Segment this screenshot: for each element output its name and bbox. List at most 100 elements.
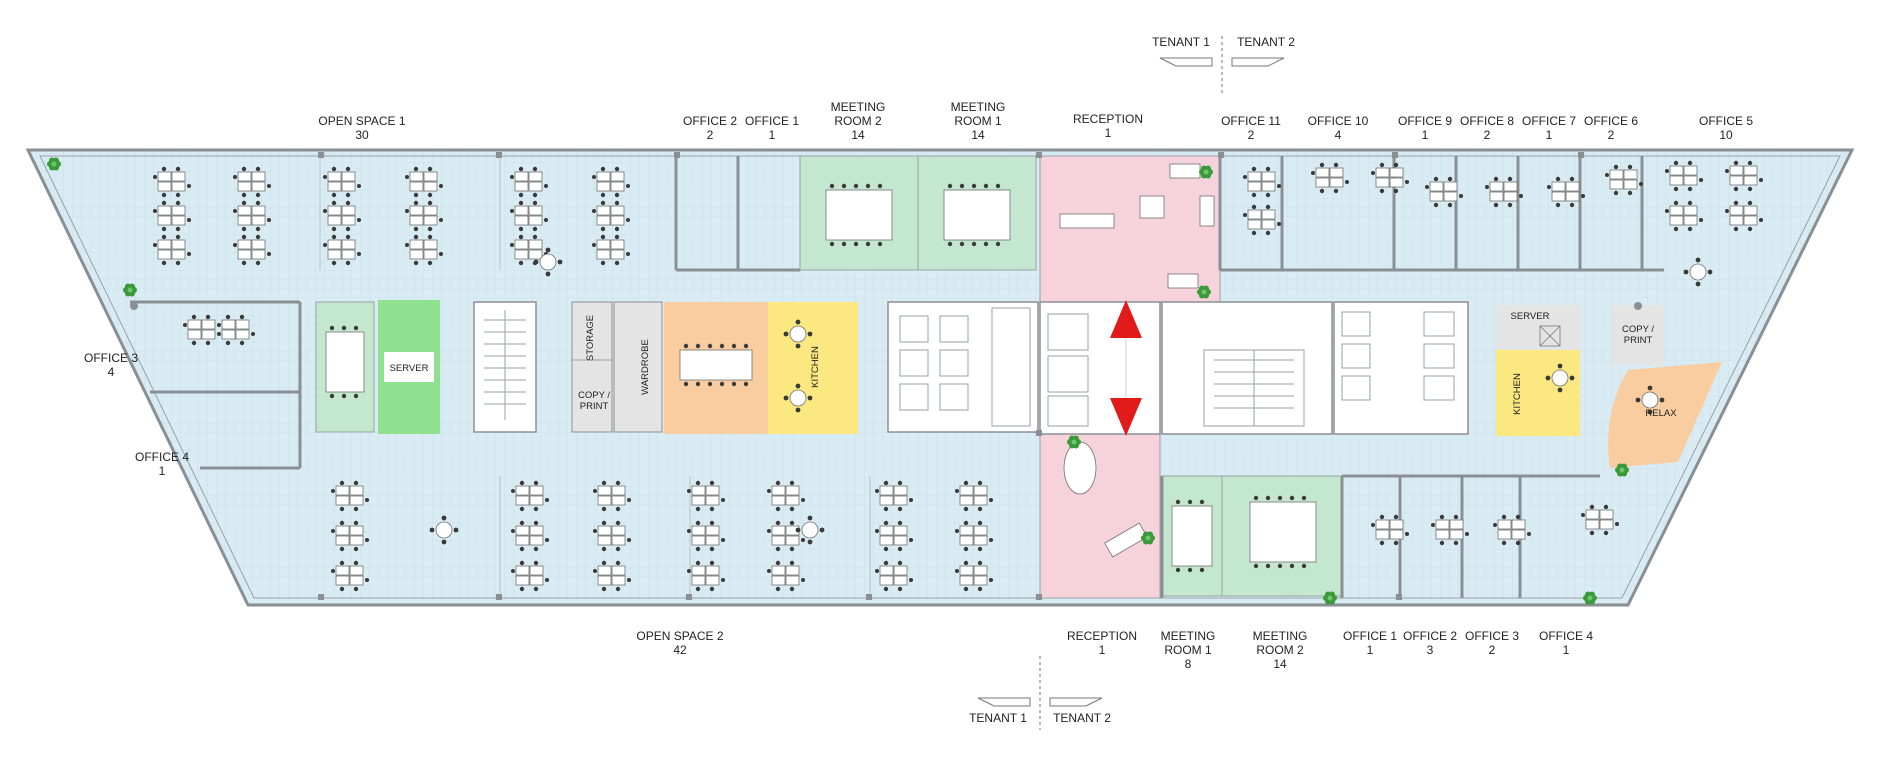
office-4-t2-count: 1 xyxy=(1563,643,1570,657)
server-right-zone xyxy=(1496,305,1580,350)
desk-cluster xyxy=(153,200,191,232)
office-6-count: 2 xyxy=(1608,128,1615,142)
desk-cluster xyxy=(687,480,725,512)
office-1-t2-count: 1 xyxy=(1367,643,1374,657)
reception-bottom-count: 1 xyxy=(1099,643,1106,657)
desk-cluster xyxy=(767,480,805,512)
desk-cluster xyxy=(1311,162,1349,194)
desk-cluster xyxy=(1665,160,1703,192)
arrow-left-icon xyxy=(1159,57,1213,67)
desk-cluster xyxy=(593,480,631,512)
desk-cluster xyxy=(233,166,271,198)
meeting-table xyxy=(943,183,1011,247)
reception-desk xyxy=(1104,522,1148,558)
desk-cluster xyxy=(875,560,913,592)
sofa xyxy=(1199,195,1215,227)
office-1-t2-label: OFFICE 1 xyxy=(1343,629,1397,643)
desk-cluster xyxy=(767,520,805,552)
round-table xyxy=(1545,363,1575,393)
copy-print-right-zone xyxy=(1612,305,1664,365)
tenant-1-top-label: TENANT 1 xyxy=(1152,35,1210,49)
desk-cluster xyxy=(323,234,361,266)
desk-cluster xyxy=(323,166,361,198)
office-2-t2-label: OFFICE 2 xyxy=(1403,629,1457,643)
server-left-zone xyxy=(378,300,440,434)
storage-label: STORAGE xyxy=(585,315,596,361)
meeting-room-2-t2-label-1: MEETING xyxy=(1253,629,1308,643)
plants xyxy=(47,157,1629,605)
tenant-1-bottom-label: TENANT 1 xyxy=(969,711,1027,725)
bottom-labels: OPEN SPACE 2 42 RECEPTION 1 MEETING ROOM… xyxy=(636,629,1593,671)
desk-cluster xyxy=(1485,176,1523,208)
up-arrow-icon xyxy=(1110,300,1142,338)
desk-cluster xyxy=(1581,504,1619,536)
desk-cluster xyxy=(183,314,221,346)
round-table xyxy=(1635,385,1665,415)
round-table xyxy=(1683,257,1713,287)
desk-cluster xyxy=(592,234,630,266)
desk-cluster xyxy=(687,560,725,592)
desk-cluster xyxy=(331,480,369,512)
tenant-2-top-label: TENANT 2 xyxy=(1237,35,1295,49)
office-10-count: 4 xyxy=(1335,128,1342,142)
office-10-label: OFFICE 10 xyxy=(1308,114,1369,128)
tenant-marker-top: TENANT 1 TENANT 2 xyxy=(1152,35,1295,96)
room-labels: SERVER STORAGE COPY / PRINT WARDROBE KIT… xyxy=(390,311,1678,419)
desk-cluster xyxy=(217,314,255,346)
plant-icon xyxy=(1615,463,1629,477)
meeting-room-1-t1-label-1: MEETING xyxy=(951,100,1006,114)
meeting-room-1-t1-label-2: ROOM 1 xyxy=(954,114,1002,128)
desk-cluster xyxy=(510,234,548,266)
meeting-room-1-t1-zone xyxy=(917,155,1037,271)
sofa xyxy=(1167,273,1199,289)
plant-icon xyxy=(1323,591,1337,605)
office-1-t1-label: OFFICE 1 xyxy=(745,114,799,128)
desk-cluster xyxy=(1725,160,1763,192)
reception-top-label: RECEPTION xyxy=(1073,112,1143,126)
sofa xyxy=(1169,163,1201,179)
desk-cluster xyxy=(875,480,913,512)
desk-cluster xyxy=(1371,162,1409,194)
desk-cluster xyxy=(331,520,369,552)
kitchen-right-label: KITCHEN xyxy=(1512,373,1523,415)
desk-cluster xyxy=(955,520,993,552)
desk-cluster xyxy=(405,200,443,232)
meeting-table xyxy=(825,183,893,247)
desk-cluster xyxy=(1547,176,1585,208)
office-7-count: 1 xyxy=(1546,128,1553,142)
desk-cluster xyxy=(1371,514,1409,546)
plant-icon xyxy=(1199,165,1213,179)
office-9-label: OFFICE 9 xyxy=(1398,114,1452,128)
office-7-label: OFFICE 7 xyxy=(1522,114,1576,128)
office-3-t1-label: OFFICE 3 xyxy=(84,351,138,365)
office-1-t1-count: 1 xyxy=(769,128,776,142)
meeting-table xyxy=(1171,499,1213,573)
reception-desk xyxy=(1059,213,1115,229)
furniture xyxy=(153,160,1763,592)
desk-cluster xyxy=(1243,204,1281,236)
desk-cluster xyxy=(1665,200,1703,232)
meeting-room-1-t1-count: 14 xyxy=(971,128,985,142)
desk-cluster xyxy=(593,520,631,552)
desk-cluster xyxy=(323,200,361,232)
copy-print-right-label-1: COPY / xyxy=(1622,324,1654,335)
meeting-room-1-t2-label-2: ROOM 1 xyxy=(1164,643,1212,657)
office-3-t1-count: 4 xyxy=(108,365,115,379)
meeting-table xyxy=(679,343,753,387)
relax-label: RELAX xyxy=(1645,408,1677,419)
reception-bottom-zone xyxy=(1039,433,1161,599)
copy-print-left-label-1: COPY / xyxy=(578,390,610,401)
wardrobe-label: WARDROBE xyxy=(640,339,651,395)
desk-cluster xyxy=(875,520,913,552)
meeting-table xyxy=(1249,495,1317,569)
desk-cluster xyxy=(233,234,271,266)
round-table xyxy=(783,383,813,413)
office-11-count: 2 xyxy=(1248,128,1255,142)
office-6-label: OFFICE 6 xyxy=(1584,114,1638,128)
desk-cluster xyxy=(593,560,631,592)
tenant-2-bottom-label: TENANT 2 xyxy=(1053,711,1111,725)
office-11-label: OFFICE 11 xyxy=(1221,114,1281,128)
meeting-room-1-t2-label-1: MEETING xyxy=(1161,629,1216,643)
desk-cluster xyxy=(1425,176,1463,208)
